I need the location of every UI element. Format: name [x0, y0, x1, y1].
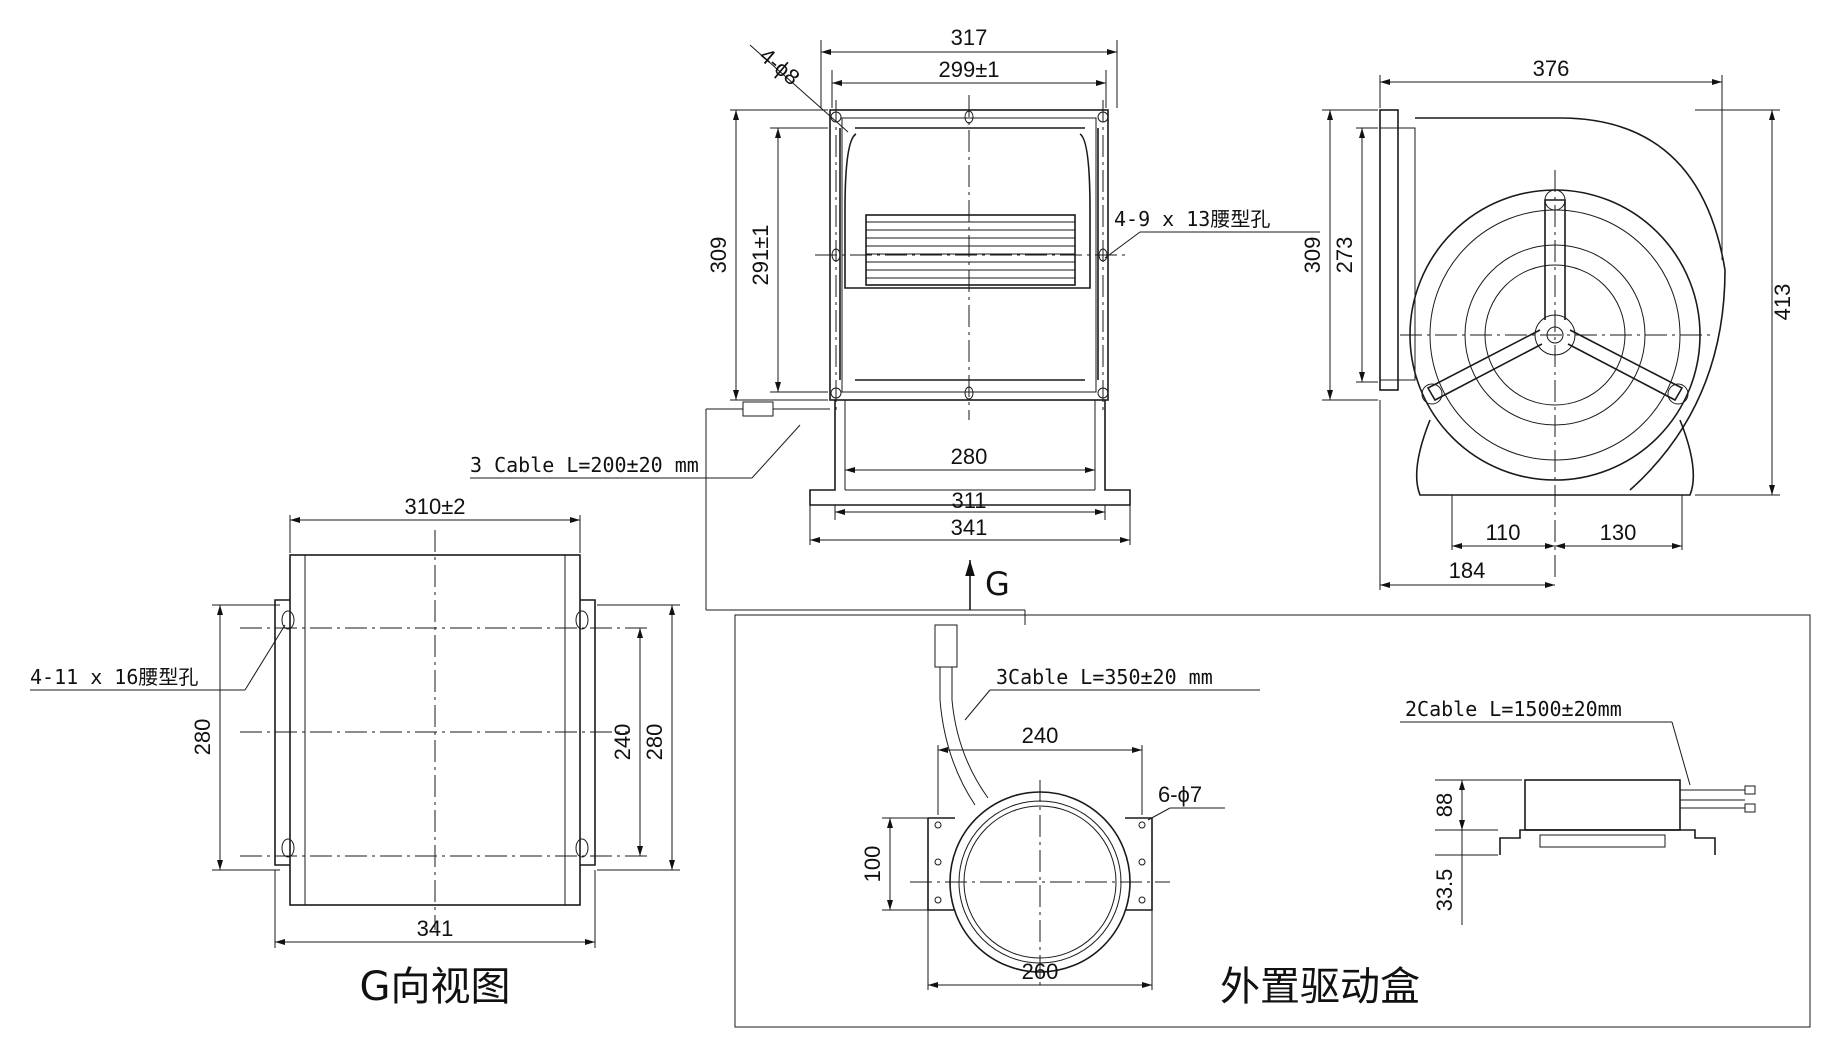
side-view: 376 309 273 413 110 130 184	[1300, 56, 1795, 590]
front-cable-label: 3 Cable L=200±20 mm	[470, 453, 699, 477]
driver-box-side	[1524, 779, 1681, 831]
g-view-caption: G向视图	[360, 964, 511, 1010]
front-base	[809, 400, 1131, 506]
slot-hole	[281, 610, 295, 630]
dim-base-outer: 341	[951, 515, 988, 540]
front-inner-housing	[844, 133, 1091, 289]
dim-base-inner: 280	[951, 444, 988, 469]
driver-holes-label: 6-ϕ7	[1158, 782, 1202, 807]
driver-cable2-label: 2Cable L=1500±20mm	[1405, 697, 1622, 721]
driver-box-panel: 3Cable L=350±20 mm 240 6-ϕ7 100 260 2Cab…	[734, 610, 1811, 1028]
driver-box-frame	[734, 614, 1811, 1028]
slot-hole	[575, 610, 589, 630]
dim-height-overall: 309	[706, 237, 731, 274]
driver-cable-label: 3Cable L=350±20 mm	[996, 665, 1213, 689]
dim-total-height: 413	[1770, 284, 1795, 321]
scroll-housing	[1415, 117, 1726, 491]
connector	[934, 624, 958, 668]
dim-hole-spacing: 240	[1022, 723, 1059, 748]
dim-g-bottom-width: 341	[417, 916, 454, 941]
dim-foot-left: 110	[1485, 520, 1520, 545]
dim-depth: 376	[1533, 56, 1570, 81]
dim-foot-right: 130	[1600, 520, 1637, 545]
dim-base-mid: 311	[951, 488, 986, 513]
driver-box-caption: 外置驱动盒	[1220, 964, 1420, 1010]
slot-holes-label: 4-9 x 13腰型孔	[1114, 207, 1270, 231]
view-arrow-label: G	[985, 565, 1010, 603]
slot-hole	[575, 838, 589, 858]
side-flange	[1379, 109, 1399, 391]
impeller	[865, 214, 1076, 286]
flange-holes-label: 4-ϕ8	[755, 43, 805, 91]
dim-offset: 184	[1449, 558, 1486, 583]
dim-g-top-width: 310±2	[404, 494, 465, 519]
dim-width-overall: 317	[951, 25, 988, 50]
dim-g-right-height: 280	[642, 724, 667, 761]
front-view: 317 299±1 4-ϕ8 309 291±1 4-9 x 13腰型孔 280…	[470, 25, 1320, 611]
dim-height-inner: 273	[1332, 237, 1357, 274]
dim-ring: 260	[1022, 959, 1059, 984]
g-view: 310±2 4-11 x 16腰型孔 280 240 280 341 G向视图	[30, 494, 680, 1010]
g-slot-label: 4-11 x 16腰型孔	[30, 665, 198, 689]
slot-hole	[281, 838, 295, 858]
driver-box-bracket	[1499, 829, 1716, 855]
dim-g-left-height: 280	[190, 719, 215, 756]
dim-hole-spacing-top: 299±1	[938, 57, 999, 82]
dim-foot-height: 33.5	[1432, 869, 1457, 912]
dim-hole-spacing-side: 291±1	[748, 224, 773, 285]
dim-side: 100	[860, 846, 885, 883]
dim-height: 88	[1432, 793, 1457, 817]
dim-g-inner-height: 240	[610, 724, 635, 761]
dim-height-outer: 309	[1300, 237, 1325, 274]
